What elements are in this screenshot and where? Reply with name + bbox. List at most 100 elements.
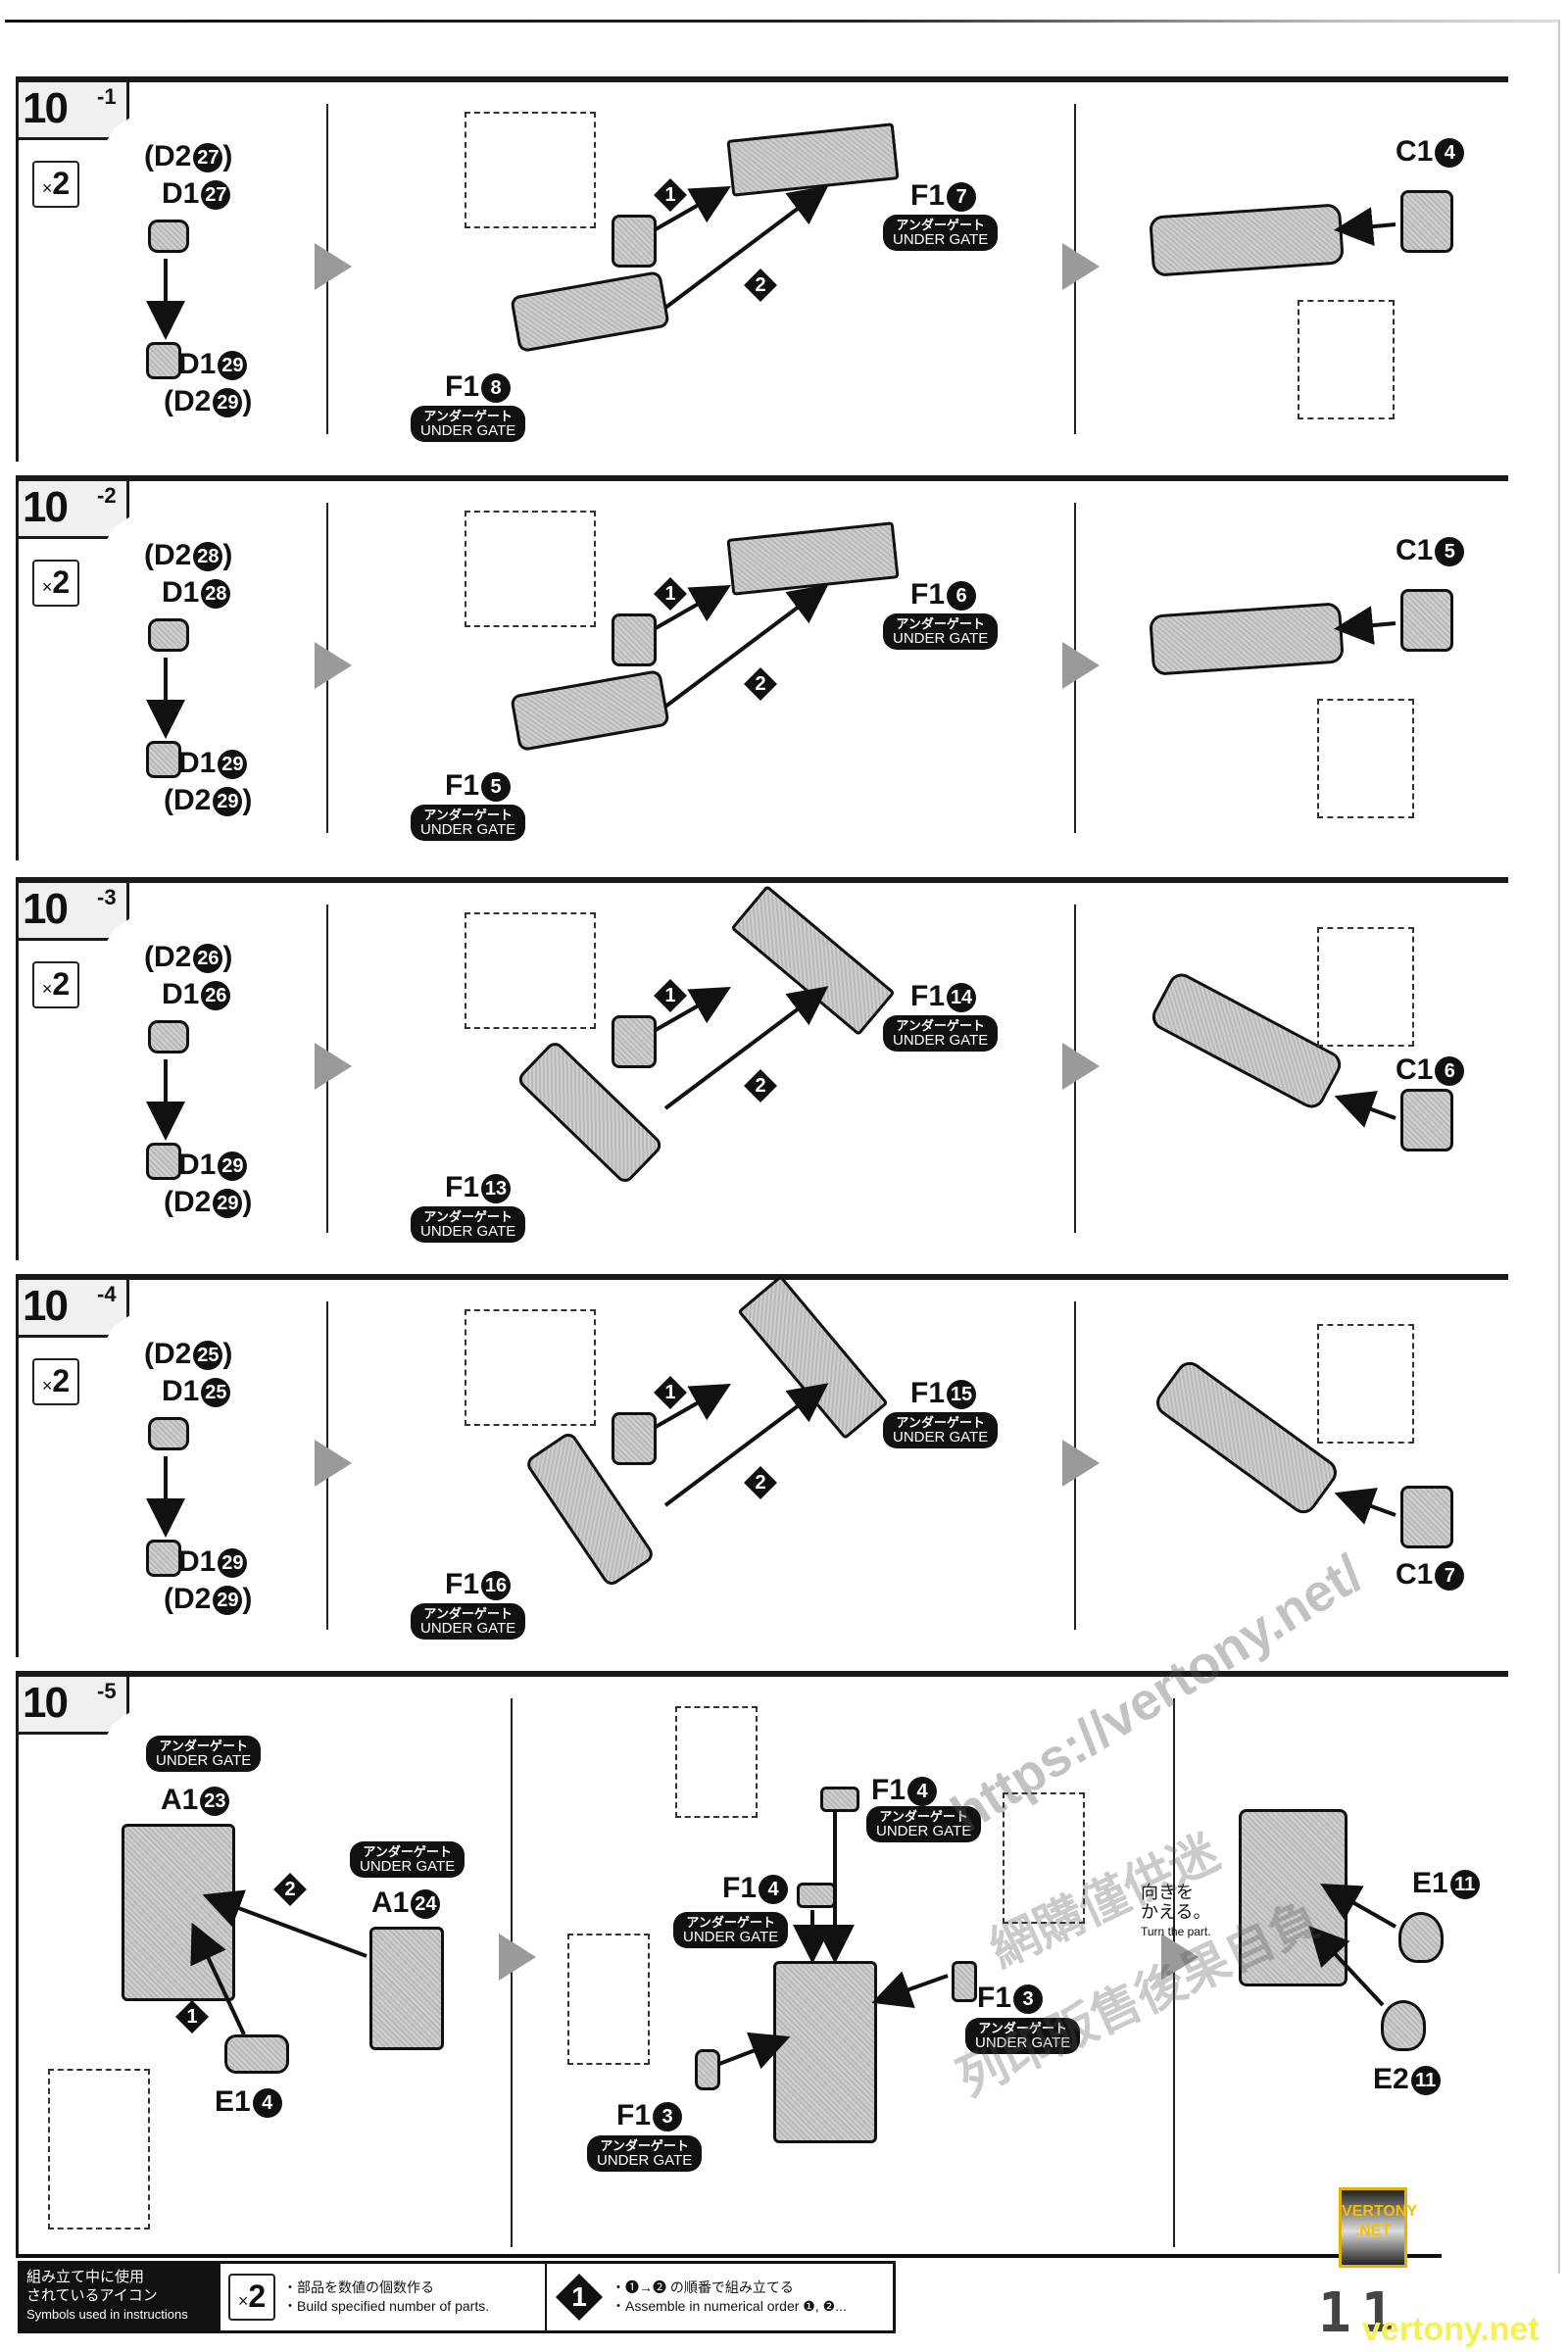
side-armor-part-drawing xyxy=(369,1927,444,2050)
cap-detail-inset xyxy=(1317,699,1414,818)
d1-joint-drawing xyxy=(146,1540,181,1577)
assembled-part-drawing xyxy=(1149,203,1345,277)
order-1-icon: 1 xyxy=(654,1376,687,1409)
arrow-cap xyxy=(1334,606,1396,646)
page-number: 11 xyxy=(1318,2281,1404,2345)
legend-count: ×2 ・部品を数値の個数作る・Build specified number of… xyxy=(219,2264,545,2330)
times-two-icon: ×2 xyxy=(32,161,79,208)
d1-joint-drawing xyxy=(146,741,181,778)
times-two-icon: ×2 xyxy=(32,560,79,607)
step-sub-number: -3 xyxy=(97,885,117,909)
next-arrow-icon xyxy=(1062,641,1100,689)
turn-the-part-note: 向きを かえる。 Turn the part. xyxy=(1141,1883,1211,1938)
upper-part-drawing xyxy=(726,521,900,596)
arrow-f1-3-right xyxy=(871,1971,949,2009)
cap-part-drawing xyxy=(1400,589,1453,652)
order-1-icon: 1 xyxy=(654,979,687,1012)
detail-inset xyxy=(465,511,596,627)
bottom-rule xyxy=(16,2254,1442,2258)
watermark-badge: VERTONY.NET xyxy=(1339,2187,1417,2268)
next-arrow-icon xyxy=(315,641,352,689)
step-tag: 10 -2 xyxy=(19,481,129,539)
f1-3-part-drawing xyxy=(952,1961,977,2002)
f1-4-part-drawing xyxy=(820,1787,859,1812)
lower-part-drawing xyxy=(510,270,670,354)
step-number: 10 xyxy=(23,1679,69,1727)
step-number: 10 xyxy=(23,483,69,531)
legend-caption: 組み立て中に使用 されているアイコン Symbols used in instr… xyxy=(21,2264,219,2330)
next-arrow-icon xyxy=(499,1934,536,1981)
hinge-part-drawing xyxy=(612,1412,657,1465)
step-tag: 10 -5 xyxy=(19,1677,129,1735)
times-two-icon: ×2 xyxy=(228,2274,275,2321)
d1-joint-drawing xyxy=(146,342,181,379)
arrow-cap xyxy=(1334,207,1396,247)
step-tag: 10 -4 xyxy=(19,1280,129,1338)
next-arrow-icon xyxy=(1062,1042,1100,1090)
detail-inset xyxy=(1003,1792,1085,1924)
order-diamond-icon: 1 xyxy=(555,2273,604,2322)
detail-inset xyxy=(465,912,596,1029)
watermark-footer: vertony.net xyxy=(1362,2311,1540,2348)
arrow-cap xyxy=(1334,1091,1396,1128)
frame-part-drawing xyxy=(122,1824,235,2001)
d1-part-drawing xyxy=(148,618,189,652)
next-arrow-icon xyxy=(315,1439,352,1487)
cap-detail-inset xyxy=(1317,927,1414,1047)
next-arrow-icon xyxy=(315,242,352,290)
step-sub-number: -1 xyxy=(97,84,117,109)
step-sub-number: -2 xyxy=(97,483,117,508)
arrow-cap xyxy=(1334,1488,1396,1525)
assembled-frame-drawing xyxy=(773,1961,877,2143)
next-arrow-icon xyxy=(1062,242,1100,290)
step-number: 10 xyxy=(23,885,69,933)
d1-part-drawing xyxy=(148,220,189,253)
cap-part-drawing xyxy=(1400,190,1453,253)
order-1-icon: 1 xyxy=(654,178,687,212)
order-2-icon: 2 xyxy=(273,1873,307,1906)
detail-inset xyxy=(567,1934,650,2065)
top-rule xyxy=(5,20,1558,23)
step-tag: 10 -3 xyxy=(19,883,129,941)
lower-part-drawing xyxy=(510,668,670,753)
order-2-icon: 2 xyxy=(744,1466,777,1499)
